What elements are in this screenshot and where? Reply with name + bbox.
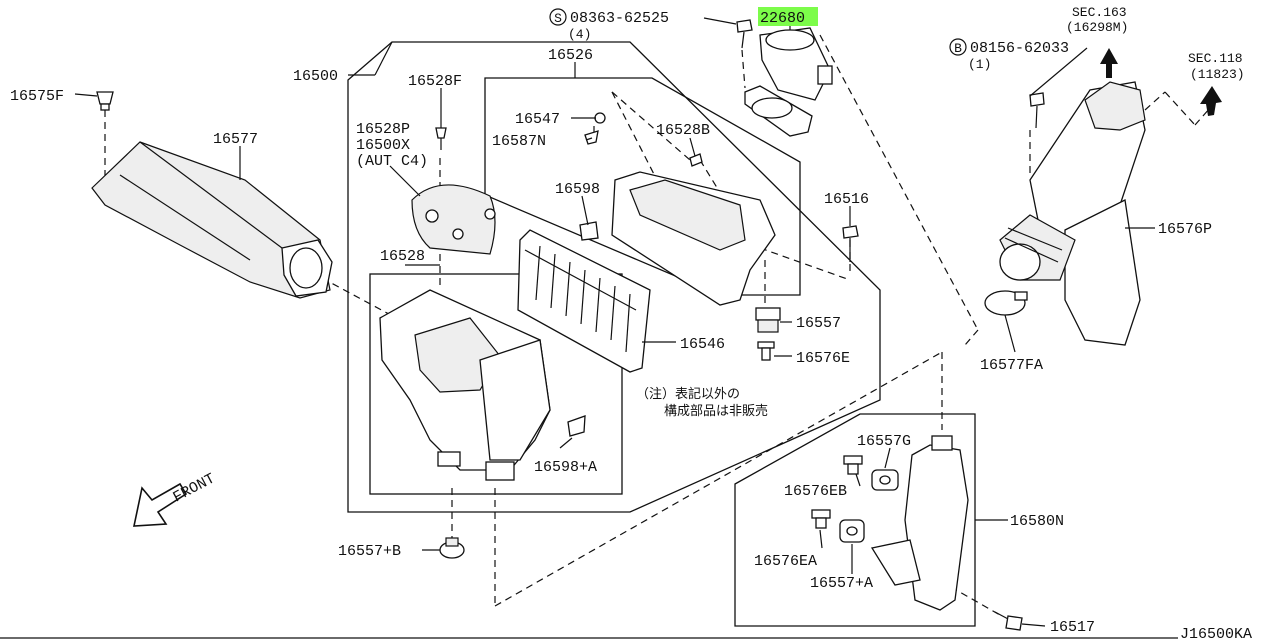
bolt-ref-B-qty: (1) xyxy=(968,57,991,72)
part-16516-label[interactable]: 16516 xyxy=(824,191,869,208)
sec-ref-118-line2: (11823) xyxy=(1190,67,1245,82)
part-16598-label[interactable]: 16598 xyxy=(555,181,600,198)
bolt-ref-S-qty: (4) xyxy=(568,27,591,42)
part-16546-label[interactable]: 16546 xyxy=(680,336,725,353)
part-16528P-label[interactable]: 16528P xyxy=(356,121,410,138)
note-line-2: 構成部品は非販売 xyxy=(664,403,768,419)
maf-sensor-22680 xyxy=(744,27,833,137)
bolt-ref-S-symbol: S xyxy=(554,11,562,26)
part-16575F-label[interactable]: 16575F xyxy=(10,88,64,105)
part-16587N-label[interactable]: 16587N xyxy=(492,133,546,150)
arrow-sec118-icon xyxy=(1200,86,1222,116)
bolt-16517 xyxy=(994,611,1023,631)
housing-lower-16528 xyxy=(379,289,586,481)
bolt-08156 xyxy=(1029,92,1045,129)
part-16576EB-label[interactable]: 16576EB xyxy=(784,483,847,500)
part-16576EA-label[interactable]: 16576EA xyxy=(754,553,817,570)
cover-16528P xyxy=(411,184,496,255)
leader-lines xyxy=(74,17,1155,627)
grommet-16557B xyxy=(439,537,465,559)
part-16576E-label[interactable]: 16576E xyxy=(796,350,850,367)
mount-16557 xyxy=(755,307,781,333)
part-16576P-label[interactable]: 16576P xyxy=(1158,221,1212,238)
clip-16575F xyxy=(96,91,114,111)
part-16557G-label[interactable]: 16557G xyxy=(857,433,911,450)
housing-upper-16526 xyxy=(579,171,776,306)
air-duct-16577 xyxy=(91,141,333,299)
part-16528-label[interactable]: 16528 xyxy=(380,248,425,265)
part-16517-label[interactable]: 16517 xyxy=(1050,619,1095,636)
bolt-ref-B-symbol: B xyxy=(954,41,962,56)
pin-16576EB xyxy=(843,455,863,475)
part-16500X-label[interactable]: 16500X xyxy=(356,137,410,154)
note-line-1: （注）表記以外の xyxy=(636,386,740,402)
part-16557-label[interactable]: 16557 xyxy=(796,315,841,332)
part-16598A-label[interactable]: 16598+A xyxy=(534,459,597,476)
sec-ref-118-line1[interactable]: SEC.118 xyxy=(1188,51,1243,66)
screw-16528F xyxy=(435,127,447,150)
diagram-code: J16500KA xyxy=(1180,626,1252,640)
part-16528F-label[interactable]: 16528F xyxy=(408,73,462,90)
front-label: FRONT xyxy=(170,470,218,506)
assembly-16528-frame xyxy=(369,273,623,495)
bushing-16557A xyxy=(839,519,865,543)
part-22680-label[interactable]: 22680 xyxy=(760,10,805,27)
part-16500-label[interactable]: 16500 xyxy=(293,68,338,85)
intake-hose-16576P xyxy=(999,81,1146,346)
part-16557A-label[interactable]: 16557+A xyxy=(810,575,873,592)
bolt-16587N xyxy=(584,126,599,145)
part-16580N-label[interactable]: 16580N xyxy=(1010,513,1064,530)
clamp-16577FA xyxy=(984,290,1028,316)
clip-16528B xyxy=(689,153,703,167)
bushing-16557G xyxy=(871,469,899,491)
part-16577-label[interactable]: 16577 xyxy=(213,131,258,148)
part-16557B-label[interactable]: 16557+B xyxy=(338,543,401,560)
part-16526-label[interactable]: 16526 xyxy=(548,47,593,64)
part-16547-label[interactable]: 16547 xyxy=(515,111,560,128)
pin-16576EA xyxy=(811,509,831,529)
part-16500X-note: (AUT C4) xyxy=(356,153,428,170)
bolt-08363 xyxy=(736,19,753,49)
bolt-ref-B: B 08156-62033 (1) xyxy=(949,38,1069,72)
front-arrow-icon xyxy=(133,482,188,527)
sec-ref-163-line1[interactable]: SEC.163 xyxy=(1072,5,1127,20)
bolt-ref-S-number: 08363-62525 xyxy=(570,10,669,27)
assembly-16500-frame xyxy=(347,41,881,513)
part-16577FA-label[interactable]: 16577FA xyxy=(980,357,1043,374)
pin-16576E xyxy=(757,341,775,361)
grommet-16547 xyxy=(594,112,606,124)
bolt-16516 xyxy=(842,225,859,262)
part-16528B-label[interactable]: 16528B xyxy=(656,122,710,139)
bolt-ref-B-number: 08156-62033 xyxy=(970,40,1069,57)
resonator-16580N xyxy=(870,435,969,611)
sec-ref-163-line2: (16298M) xyxy=(1066,20,1128,35)
part-22680-highlight xyxy=(758,7,818,26)
filter-element-16546 xyxy=(517,229,651,373)
bolt-ref-S: S 08363-62525 (4) xyxy=(549,8,669,42)
arrow-sec163-icon xyxy=(1100,48,1118,78)
